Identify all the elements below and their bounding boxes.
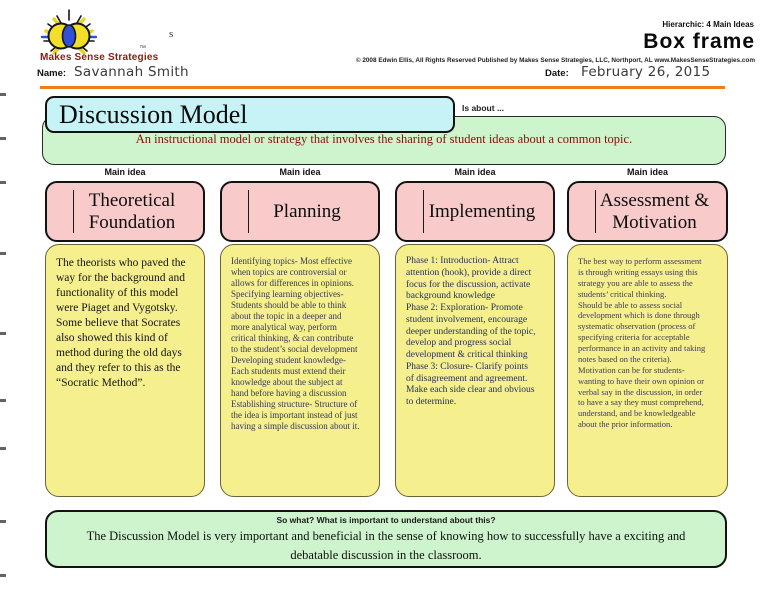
- brand-name: Makes Sense Strategies: [40, 52, 159, 63]
- so-what-conclusion: The Discussion Model is very important a…: [86, 529, 686, 562]
- topic-title: Discussion Model: [59, 99, 248, 129]
- detail-text: The theorists who paved the way for the …: [56, 257, 186, 389]
- detail-box-implementing: Phase 1: Introduction- Attract attention…: [395, 244, 555, 497]
- frame-title: Box frame: [643, 30, 755, 53]
- heading-margin-line: [423, 190, 425, 233]
- main-idea-heading: Assessment & Motivation: [599, 189, 710, 233]
- main-idea-heading: Implementing: [428, 200, 536, 222]
- topic-description: An instructional model or strategy that …: [135, 132, 633, 146]
- main-idea-label-4: Main idea: [626, 167, 668, 177]
- so-what-box: So what? What is important to understand…: [45, 510, 727, 568]
- date-label: Date:: [545, 68, 569, 79]
- main-idea-box-planning: Planning: [220, 181, 380, 242]
- scan-artifact: [0, 181, 6, 184]
- sun-logo-icon: [40, 9, 98, 55]
- main-idea-heading: Planning: [273, 200, 341, 222]
- main-idea-heading: Theoretical Foundation: [88, 189, 176, 233]
- topic-title-box: Discussion Model: [45, 96, 455, 133]
- is-about-label: Is about ...: [462, 103, 505, 113]
- date-value: February 26, 2015: [581, 64, 711, 80]
- main-idea-label-3: Main idea: [454, 167, 496, 177]
- main-idea-label-1: Main idea: [104, 167, 146, 177]
- name-value: Savannah Smith: [74, 64, 189, 80]
- scan-artifact: [0, 399, 6, 402]
- detail-text: Phase 1: Introduction- Attract attention…: [406, 256, 536, 408]
- heading-margin-line: [73, 190, 75, 233]
- scan-artifact: [0, 137, 6, 140]
- heading-margin-line: [248, 190, 250, 233]
- scan-artifact: [0, 574, 6, 577]
- detail-box-assessment-motivation: The best way to perform assessment is th…: [567, 244, 728, 497]
- scan-artifact: [0, 252, 6, 255]
- scan-artifact: [0, 332, 6, 335]
- main-idea-box-assessment-motivation: Assessment & Motivation: [567, 181, 728, 242]
- header-divider: [40, 86, 725, 89]
- scan-artifact: [0, 93, 6, 96]
- hierarchic-label: Hierarchic: 4 Main Ideas: [662, 20, 754, 29]
- detail-box-planning: Identifying topics- Most effective when …: [220, 244, 380, 497]
- main-idea-box-implementing: Implementing: [395, 181, 555, 242]
- copyright-line: © 2008 Edwin Ellis, All Rights Reserved …: [355, 57, 755, 64]
- detail-box-theoretical-foundation: The theorists who paved the way for the …: [45, 244, 205, 497]
- stray-letter: s: [169, 28, 174, 40]
- trademark-symbol: ™: [139, 45, 146, 52]
- so-what-prompt: So what? What is important to understand…: [276, 515, 496, 525]
- main-idea-label-2: Main idea: [279, 167, 321, 177]
- scan-artifact: [0, 447, 6, 450]
- heading-margin-line: [595, 190, 597, 233]
- detail-text: The best way to perform assessment is th…: [578, 256, 706, 430]
- detail-text: Identifying topics- Most effective when …: [231, 256, 360, 431]
- scan-artifact: [0, 520, 6, 523]
- main-idea-box-theoretical-foundation: Theoretical Foundation: [45, 181, 205, 242]
- name-label: Name:: [37, 68, 67, 79]
